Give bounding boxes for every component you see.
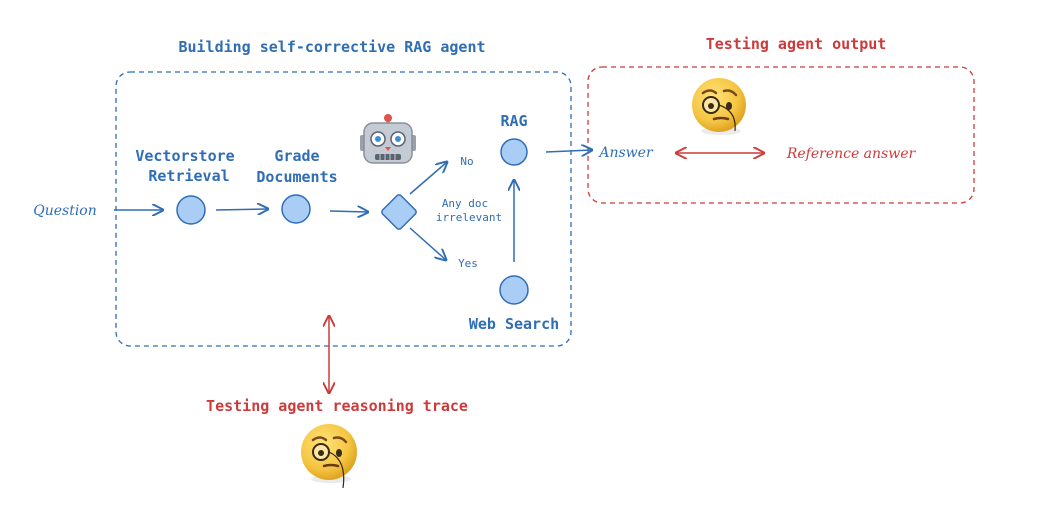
grade-to-decision-arrow <box>329 211 368 212</box>
rag-label: RAG <box>500 112 527 130</box>
retrieval-to-grade-arrow <box>215 209 268 210</box>
answer-label: Answer <box>597 145 654 161</box>
face-with-monocle-icon <box>301 424 357 489</box>
agent-boundary-box <box>115 71 572 347</box>
decision-no-label: No <box>460 155 473 168</box>
vectorstore-label-line2: Retrieval <box>148 167 229 185</box>
reference-answer-label: Reference answer <box>786 146 917 162</box>
question-label: Question <box>33 203 97 219</box>
building-section-title: Building self-corrective RAG agent <box>178 38 485 56</box>
decision-yes-arrow <box>409 227 446 260</box>
testing-trace-title: Testing agent reasoning trace <box>206 397 468 415</box>
decision-label-line1: Any doc <box>442 197 488 210</box>
output-test-box <box>587 66 975 204</box>
decision-yes-label: Yes <box>458 257 478 270</box>
vectorstore-retrieval-node[interactable] <box>176 195 206 225</box>
face-with-monocle-icon <box>692 78 746 135</box>
rag-node[interactable] <box>500 138 528 166</box>
testing-output-title: Testing agent output <box>706 35 887 53</box>
decision-diamond[interactable] <box>381 194 418 231</box>
vectorstore-label-line1: Vectorstore <box>135 147 234 165</box>
decision-label-line2: irrelevant <box>436 211 502 224</box>
decision-no-arrow <box>409 162 447 195</box>
web-search-node[interactable] <box>499 275 529 305</box>
grade-label-line1: Grade <box>274 147 319 165</box>
grade-documents-node[interactable] <box>281 194 311 224</box>
grade-label-line2: Documents <box>256 168 337 186</box>
robot-icon <box>360 114 416 164</box>
web-search-label: Web Search <box>469 315 559 333</box>
rag-to-answer-arrow <box>545 150 592 152</box>
